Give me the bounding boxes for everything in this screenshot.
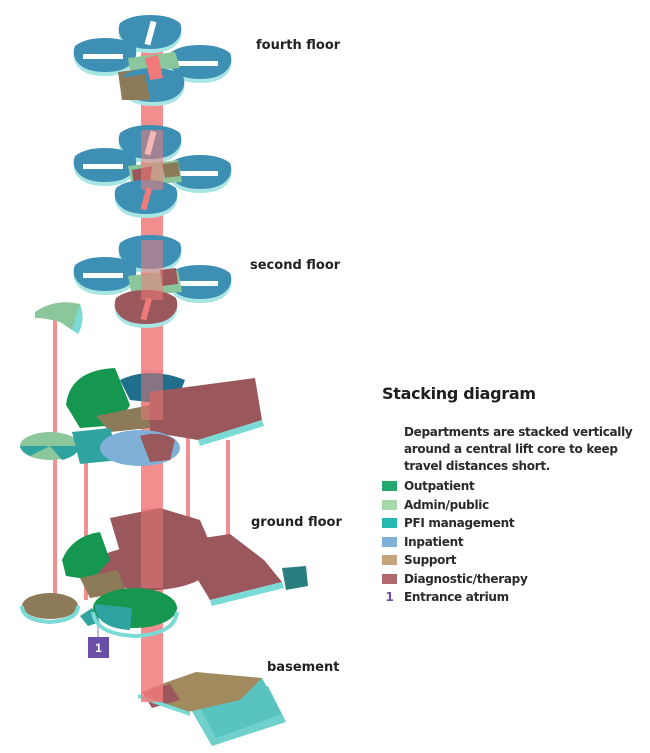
- legend: Stacking diagram Departments are stacked…: [382, 384, 642, 607]
- fourth-floor: [73, 15, 232, 106]
- legend-item-diagnostic-therapy: Diagnostic/therapy: [382, 570, 642, 589]
- legend-item-admin-public: Admin/public: [382, 496, 642, 515]
- legend-label: Outpatient: [404, 479, 475, 494]
- first-floor: [20, 302, 264, 466]
- third-floor: [73, 125, 232, 218]
- ground-diagnostic-east: [190, 534, 282, 600]
- legend-label: Diagnostic/therapy: [404, 571, 528, 586]
- legend-swatch: [382, 536, 397, 547]
- legend-label: Support: [404, 553, 457, 568]
- second-floor: [73, 235, 232, 328]
- lift-shaft-4: [226, 440, 230, 570]
- ground-support-round: [22, 593, 78, 619]
- lift-shaft-left: [53, 318, 57, 608]
- legend-title: Stacking diagram: [382, 384, 536, 403]
- legend-swatch: [382, 573, 397, 584]
- legend-item-outpatient: Outpatient: [382, 477, 642, 496]
- legend-swatch: [382, 518, 397, 529]
- legend-description: Departments are stacked vertically aroun…: [404, 425, 633, 473]
- lift-shaft-2: [84, 440, 88, 600]
- legend-item-entrance-atrium: 1 Entrance atrium: [382, 588, 642, 607]
- legend-item-support: Support: [382, 551, 642, 570]
- legend-label: Inpatient: [404, 534, 464, 549]
- ground-pfi-block: [282, 566, 308, 590]
- legend-label: Admin/public: [404, 497, 489, 512]
- floor-label-second: second floor: [250, 258, 341, 273]
- legend-marker-number: 1: [385, 590, 394, 605]
- legend-swatch: [382, 555, 397, 566]
- floor-label-basement: basement: [267, 660, 339, 675]
- legend-label: PFI management: [404, 516, 515, 531]
- entrance-atrium-marker: 1: [88, 637, 109, 658]
- basement-floor: [138, 672, 286, 746]
- legend-label: Entrance atrium: [404, 590, 509, 605]
- floor-label-fourth: fourth floor: [256, 38, 341, 53]
- floor-label-ground: ground floor: [251, 515, 342, 530]
- legend-item-pfi-management: PFI management: [382, 514, 642, 533]
- basement-support-corridor: [150, 672, 262, 712]
- legend-swatch: [382, 481, 397, 492]
- legend-item-inpatient: Inpatient: [382, 533, 642, 552]
- ground-floor: [20, 508, 308, 639]
- lift-shaft-3: [186, 430, 190, 580]
- legend-swatch: [382, 499, 397, 510]
